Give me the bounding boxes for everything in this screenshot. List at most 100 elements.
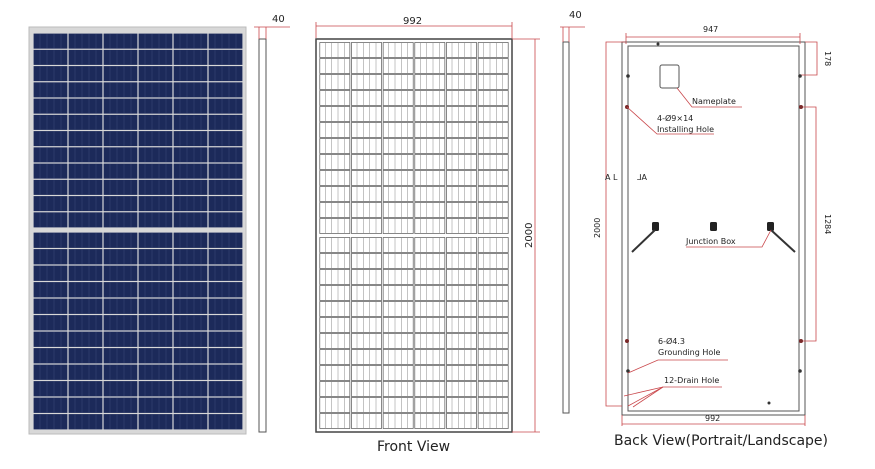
cell-outline — [351, 285, 382, 301]
cell-outline — [477, 365, 509, 381]
solar-cell — [68, 66, 103, 82]
solar-cell — [208, 163, 243, 179]
cell-outline — [477, 285, 509, 301]
solar-cell — [103, 163, 138, 179]
solar-cell — [103, 364, 138, 380]
cell-outline — [351, 349, 382, 365]
top-offset-label: 178 — [823, 51, 832, 66]
cell-outline — [351, 154, 382, 170]
solar-cell — [208, 331, 243, 347]
cell-outline — [414, 90, 446, 106]
solar-cell — [103, 331, 138, 347]
cell-outline — [351, 186, 382, 202]
cell-outline — [446, 122, 477, 138]
hole-spacing-label: 1284 — [823, 214, 832, 234]
solar-cell — [33, 397, 68, 413]
cell-outline — [351, 106, 382, 122]
cell-outline — [414, 154, 446, 170]
solar-cell — [208, 315, 243, 331]
cell-outline — [382, 202, 414, 218]
cell-outline — [382, 186, 414, 202]
solar-cell — [208, 147, 243, 163]
solar-cell — [33, 364, 68, 380]
solar-cell — [138, 131, 173, 147]
solar-cell — [103, 381, 138, 397]
solar-cell — [33, 212, 68, 228]
cell-outline — [351, 122, 382, 138]
solar-cell — [68, 232, 103, 248]
cell-outline — [477, 106, 509, 122]
cell-outline — [477, 90, 509, 106]
solar-cell — [208, 381, 243, 397]
cell-outline — [446, 381, 477, 397]
cell-outline — [446, 74, 477, 90]
solar-cell — [208, 49, 243, 65]
solar-cell — [33, 49, 68, 65]
solar-cell — [138, 49, 173, 65]
cell-outline — [382, 218, 414, 234]
cell-outline — [319, 90, 351, 106]
cell-outline — [351, 317, 382, 333]
solar-cell — [138, 163, 173, 179]
solar-cell — [68, 212, 103, 228]
cell-outline — [446, 90, 477, 106]
solar-cell — [33, 282, 68, 298]
cell-outline — [382, 413, 414, 429]
panel-photo — [28, 26, 247, 435]
solar-cell — [103, 414, 138, 430]
side-profile-2: 40 — [560, 10, 585, 414]
solar-cell — [103, 249, 138, 265]
cell-outline — [446, 218, 477, 234]
solar-cell — [138, 114, 173, 130]
cell-outline — [414, 237, 446, 253]
solar-cell — [68, 114, 103, 130]
solar-cell — [208, 348, 243, 364]
installing-hole-icons — [625, 105, 803, 343]
cell-outline — [477, 58, 509, 74]
cell-outline — [319, 237, 351, 253]
cell-outline — [382, 253, 414, 269]
solar-cell — [138, 232, 173, 248]
solar-cell — [208, 66, 243, 82]
solar-cell — [68, 414, 103, 430]
cell-outline — [446, 253, 477, 269]
cell-outline — [351, 202, 382, 218]
solar-cell — [138, 414, 173, 430]
cell-outline — [319, 349, 351, 365]
solar-cell — [173, 331, 208, 347]
thickness-label-2: 40 — [569, 10, 582, 21]
front-width-label: 992 — [403, 16, 422, 27]
cell-outline — [382, 269, 414, 285]
solar-cell — [103, 147, 138, 163]
solar-cell — [173, 179, 208, 195]
cell-outline — [382, 237, 414, 253]
solar-cell — [208, 298, 243, 314]
cell-outline — [477, 397, 509, 413]
side-profile-1: 40 — [254, 14, 290, 433]
solar-cell — [103, 348, 138, 364]
solar-cell — [173, 414, 208, 430]
solar-cell — [173, 265, 208, 281]
cell-outline — [477, 381, 509, 397]
cell-outline — [382, 58, 414, 74]
solar-cell — [208, 364, 243, 380]
cell-outline — [477, 42, 509, 58]
cell-outline — [477, 202, 509, 218]
cell-outline — [382, 333, 414, 349]
cell-outline — [319, 333, 351, 349]
solar-cell — [173, 163, 208, 179]
solar-cell — [208, 131, 243, 147]
cell-outline — [351, 42, 382, 58]
solar-cell — [103, 33, 138, 49]
cell-outline — [319, 381, 351, 397]
section-marker-left: A L — [605, 173, 618, 182]
solar-cell — [173, 348, 208, 364]
cell-outline — [319, 74, 351, 90]
front-view: 992 2000 Front View — [315, 16, 540, 455]
solar-cell — [103, 66, 138, 82]
cell-outline — [477, 170, 509, 186]
solar-cell — [33, 265, 68, 281]
solar-cell — [138, 179, 173, 195]
cell-outline — [351, 218, 382, 234]
